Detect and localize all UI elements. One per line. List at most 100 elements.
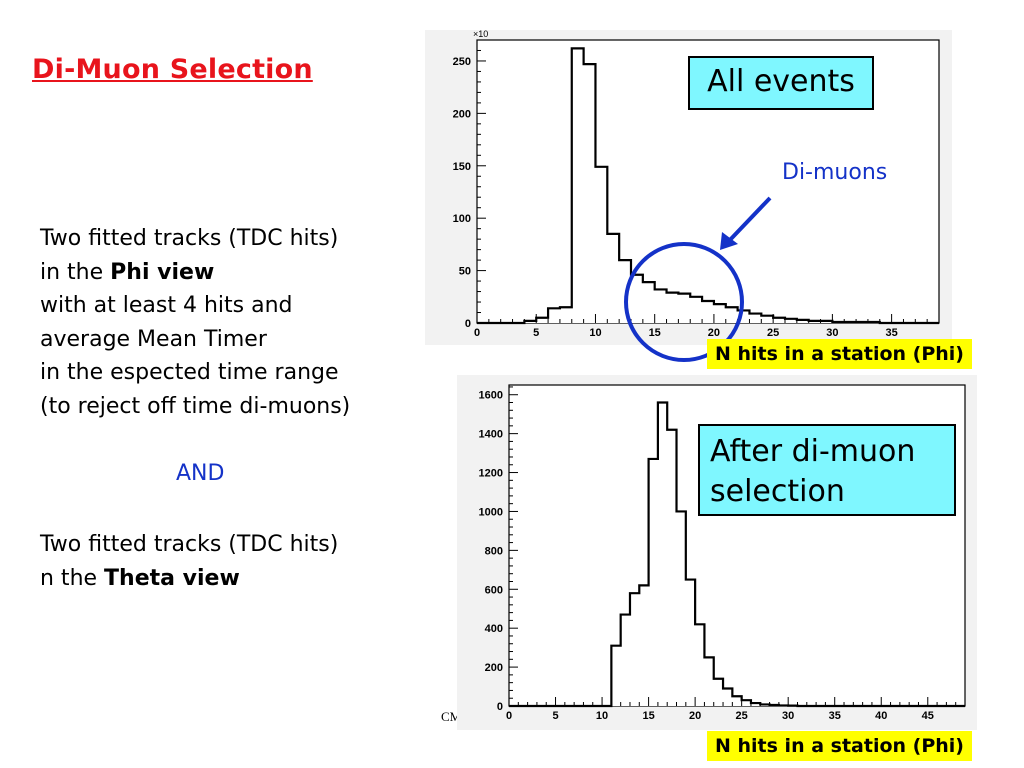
top-xlabel: N hits in a station (Phi) xyxy=(707,339,972,369)
para2-line1: Two fitted tracks (TDC hits) xyxy=(40,532,339,557)
top-bar xyxy=(666,292,679,323)
after-selection-line2: selection xyxy=(710,474,845,509)
bottom-y-tick-label: 200 xyxy=(485,662,503,674)
bottom-bar xyxy=(611,645,621,706)
para1-line5: in the espected time range xyxy=(40,360,339,385)
top-y-tick-label: 0 xyxy=(465,318,471,330)
bottom-bar xyxy=(750,703,761,706)
para1-line1: Two fitted tracks (TDC hits) xyxy=(40,226,339,251)
bottom-y-tick-label: 0 xyxy=(497,701,503,713)
paragraph-phi-view: Two fitted tracks (TDC hits) in the Phi … xyxy=(40,222,350,423)
top-x-tick-label: 30 xyxy=(826,327,838,339)
top-x-tick-label: 0 xyxy=(474,327,480,339)
dimuons-arrow-shaft xyxy=(726,196,772,244)
bottom-bar xyxy=(648,458,658,706)
top-bar xyxy=(642,282,655,323)
top-y-tick-label: 200 xyxy=(453,108,471,120)
all-events-box: All events xyxy=(688,56,874,110)
top-y-tick-label: 50 xyxy=(459,266,471,278)
bottom-y-tick-label: 1600 xyxy=(479,390,503,402)
paragraph-theta-view: Two fitted tracks (TDC hits) n the Theta… xyxy=(40,528,338,595)
bottom-bar xyxy=(639,585,649,706)
top-y-tick-label: 150 xyxy=(453,161,471,173)
bottom-y-tick-label: 1200 xyxy=(479,468,503,480)
bottom-x-tick-label: 25 xyxy=(736,710,748,722)
bottom-x-tick-label: 15 xyxy=(642,710,654,722)
bottom-x-tick-label: 40 xyxy=(875,710,887,722)
top-x-tick-label: 35 xyxy=(885,327,897,339)
top-bar xyxy=(536,317,549,323)
bottom-x-tick-label: 0 xyxy=(506,710,512,722)
bottom-y-tick-label: 1400 xyxy=(479,429,503,441)
top-bar xyxy=(548,308,560,323)
top-bar xyxy=(607,233,620,323)
bottom-bar xyxy=(667,429,677,706)
para1-line4: average Mean Timer xyxy=(40,326,267,352)
bottom-xlabel: N hits in a station (Phi) xyxy=(707,731,972,761)
bottom-y-tick-label: 600 xyxy=(485,584,503,596)
top-y-tick-label: 100 xyxy=(453,213,471,225)
top-bar xyxy=(725,307,738,323)
bottom-bar xyxy=(704,657,714,706)
top-y-tick-label: 250 xyxy=(453,56,471,68)
top-bar xyxy=(749,313,762,323)
bottom-step-line xyxy=(509,401,965,708)
bottom-bar xyxy=(732,696,742,706)
para1-line2: in the Phi view xyxy=(40,256,350,290)
bottom-x-tick-label: 30 xyxy=(782,710,794,722)
para1-line6: (to reject off time di-muons) xyxy=(40,393,351,419)
bottom-y-tick-label: 1000 xyxy=(479,506,503,518)
and-label: AND xyxy=(176,461,225,486)
top-bar xyxy=(713,304,726,323)
after-selection-box: After di-muon selection xyxy=(698,424,956,516)
top-y-multiplier: ×10 xyxy=(473,30,488,39)
top-bar xyxy=(654,289,667,323)
dimuons-arrow-head xyxy=(720,232,738,250)
top-x-tick-label: 5 xyxy=(533,327,539,339)
bottom-x-tick-label: 10 xyxy=(596,710,608,722)
top-bar xyxy=(761,315,774,323)
top-bar xyxy=(678,293,691,323)
top-x-tick-label: 20 xyxy=(708,327,720,339)
top-bar xyxy=(595,166,608,323)
top-bar xyxy=(571,48,584,323)
bottom-bar xyxy=(657,402,668,706)
dimuons-circle xyxy=(624,242,744,362)
top-bar xyxy=(796,319,809,323)
para1-line2-prefix: in the xyxy=(40,259,111,285)
bottom-bar xyxy=(629,593,640,706)
top-bar xyxy=(690,296,703,323)
bottom-x-tick-label: 5 xyxy=(552,710,558,722)
bottom-x-tick-label: 45 xyxy=(922,710,934,722)
bottom-y-tick-label: 800 xyxy=(485,545,503,557)
bottom-bar xyxy=(713,678,724,706)
para2-line2-prefix: n the xyxy=(40,565,105,591)
para2-line2: n the Theta view xyxy=(40,562,338,596)
after-selection-line1: After di-muon xyxy=(710,434,916,469)
bottom-x-tick-label: 20 xyxy=(689,710,701,722)
top-bar xyxy=(583,64,596,323)
dimuons-annotation: Di-muons xyxy=(782,160,888,185)
slide-title: Di-Muon Selection xyxy=(32,54,313,85)
top-bar xyxy=(702,300,714,323)
bottom-bar xyxy=(620,614,630,706)
bottom-x-tick-label: 35 xyxy=(829,710,841,722)
top-x-tick-label: 25 xyxy=(767,327,779,339)
top-bar xyxy=(737,310,750,323)
bottom-bar xyxy=(676,511,686,706)
para2-line2-bold: Theta view xyxy=(104,565,240,591)
top-x-tick-label: 15 xyxy=(649,327,661,339)
top-bar xyxy=(773,317,785,323)
bottom-bar xyxy=(723,688,733,706)
bottom-bar xyxy=(695,624,705,706)
top-bar xyxy=(559,307,572,323)
footer-fragment: CM xyxy=(441,709,462,724)
bottom-y-tick-label: 400 xyxy=(485,623,503,635)
para1-line2-bold: Phi view xyxy=(110,259,215,285)
top-bar xyxy=(785,318,797,323)
top-bar xyxy=(631,274,643,323)
top-x-tick-label: 10 xyxy=(589,327,601,339)
bottom-bar xyxy=(685,579,696,706)
para1-line3: with at least 4 hits and xyxy=(40,293,293,318)
